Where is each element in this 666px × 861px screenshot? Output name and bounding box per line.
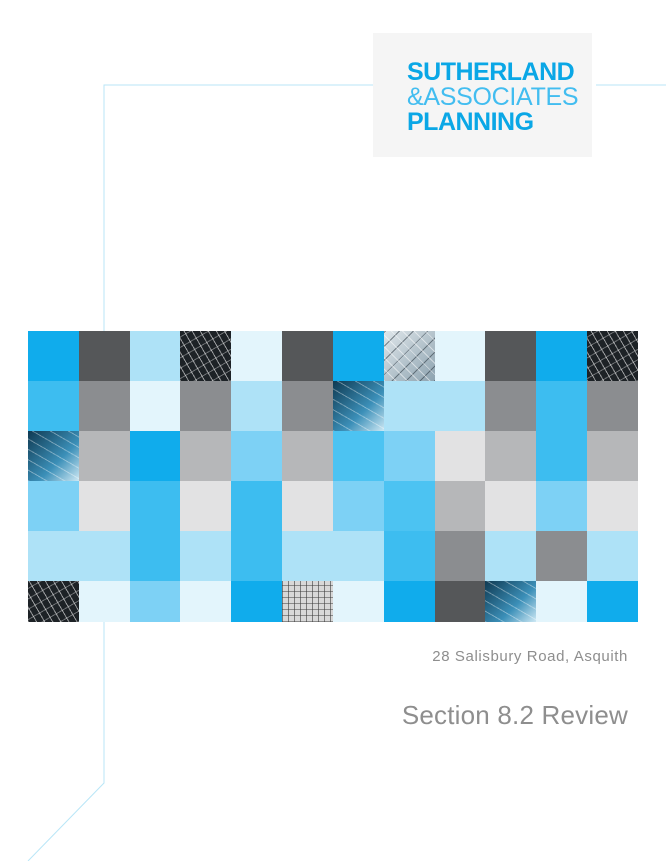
document-title: Section 8.2 Review <box>401 700 628 730</box>
mosaic-tile <box>78 581 130 622</box>
mosaic-tile <box>434 431 486 481</box>
mosaic-tile <box>231 581 283 622</box>
mosaic-tile <box>536 481 588 531</box>
mosaic-tile <box>180 581 232 622</box>
mosaic-tile <box>28 531 79 581</box>
mosaic-tile <box>231 331 283 381</box>
mosaic-tile <box>129 431 181 481</box>
mosaic-tile <box>383 331 435 381</box>
mosaic-tile <box>383 381 435 431</box>
mosaic-tile <box>231 481 283 531</box>
mosaic-tile <box>332 481 384 531</box>
mosaic-tile <box>536 531 588 581</box>
mosaic-tile <box>180 481 232 531</box>
mosaic-tile <box>485 581 537 622</box>
mosaic-tile <box>485 331 537 381</box>
mosaic-tile <box>231 531 283 581</box>
mosaic-tile <box>282 481 333 531</box>
mosaic-tile <box>28 581 79 622</box>
mosaic-tile <box>282 531 333 581</box>
site-address: 28 Salisbury Road, Asquith <box>432 648 628 665</box>
logo-line-1: SUTHERLAND <box>407 58 575 86</box>
mosaic-tile <box>28 431 79 481</box>
logo-line-3: PLANNING <box>407 108 534 136</box>
mosaic-tile <box>180 381 232 431</box>
mosaic-tile <box>434 481 486 531</box>
mosaic-tile <box>485 531 537 581</box>
mosaic-tile <box>28 481 79 531</box>
company-logo: SUTHERLAND &ASSOCIATES PLANNING <box>373 33 592 157</box>
mosaic-tile <box>383 481 435 531</box>
mosaic-tile <box>587 531 638 581</box>
mosaic-tile <box>129 481 181 531</box>
logo-line-2: &ASSOCIATES <box>407 83 579 111</box>
mosaic-tile <box>587 331 638 381</box>
mosaic-tile <box>282 431 333 481</box>
mosaic-tile <box>434 531 486 581</box>
mosaic-tile <box>129 581 181 622</box>
mosaic-tile <box>536 331 588 381</box>
mosaic-tile <box>434 331 486 381</box>
cover-mosaic <box>28 331 638 622</box>
mosaic-tile <box>587 431 638 481</box>
mosaic-tile <box>332 531 384 581</box>
mosaic-tile <box>78 331 130 381</box>
mosaic-tile <box>536 381 588 431</box>
mosaic-tile <box>180 531 232 581</box>
mosaic-tile <box>587 481 638 531</box>
mosaic-tile <box>78 431 130 481</box>
mosaic-tile <box>231 381 283 431</box>
mosaic-tile <box>536 431 588 481</box>
mosaic-tile <box>485 431 537 481</box>
mosaic-tile <box>180 331 232 381</box>
mosaic-tile <box>383 581 435 622</box>
mosaic-tile <box>28 331 79 381</box>
mosaic-tile <box>434 381 486 431</box>
mosaic-tile <box>332 381 384 431</box>
mosaic-tile <box>485 381 537 431</box>
mosaic-tile <box>332 431 384 481</box>
mosaic-tile <box>332 581 384 622</box>
mosaic-tile <box>78 531 130 581</box>
mosaic-tile <box>78 481 130 531</box>
mosaic-tile <box>180 431 232 481</box>
mosaic-tile <box>129 331 181 381</box>
mosaic-tile <box>332 331 384 381</box>
mosaic-tile <box>383 531 435 581</box>
mosaic-tile <box>129 381 181 431</box>
mosaic-tile <box>282 331 333 381</box>
mosaic-tile <box>231 431 283 481</box>
mosaic-tile <box>587 581 638 622</box>
mosaic-tile <box>28 381 79 431</box>
mosaic-tile <box>129 531 181 581</box>
mosaic-tile <box>536 581 588 622</box>
mosaic-tile <box>383 431 435 481</box>
mosaic-tile <box>282 581 333 622</box>
mosaic-tile <box>485 481 537 531</box>
mosaic-tile <box>587 381 638 431</box>
mosaic-tile <box>78 381 130 431</box>
mosaic-tile <box>282 381 333 431</box>
mosaic-tile <box>434 581 486 622</box>
